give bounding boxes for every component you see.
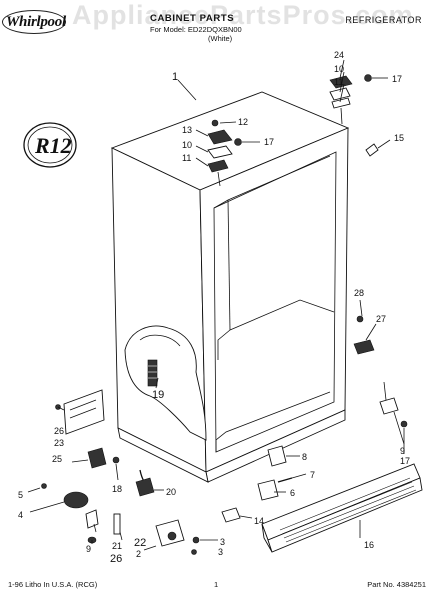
callout: 22	[134, 537, 146, 549]
callout: 17	[392, 74, 402, 84]
callout: 18	[112, 484, 122, 494]
callout: 13	[182, 125, 192, 135]
callout: 26	[110, 553, 122, 565]
footer-page-number: 1	[214, 580, 219, 589]
callout: 2	[136, 549, 141, 559]
callout: 1	[172, 71, 178, 83]
callout: 12	[238, 117, 248, 127]
callout: 16	[364, 540, 374, 550]
callout: 19	[152, 389, 164, 401]
watermark: AppliancePartsPros.com	[72, 0, 414, 30]
cabinet-shell	[110, 91, 350, 483]
model-color: (White)	[208, 34, 233, 43]
callout: 28	[354, 288, 364, 298]
callout: 9	[400, 446, 405, 456]
callout: 24	[334, 50, 344, 60]
callout: 25	[52, 454, 62, 464]
callout: 3	[220, 537, 225, 547]
r12-badge: R12	[23, 122, 77, 168]
clip-15	[365, 143, 379, 157]
small-brackets	[221, 445, 293, 523]
callout: 10	[182, 140, 192, 150]
leveler-assembly	[353, 315, 375, 355]
callout: 27	[376, 314, 386, 324]
callout: 21	[112, 541, 122, 551]
callout: 6	[290, 488, 295, 498]
callout: 11	[182, 153, 191, 163]
callout: 8	[302, 452, 307, 462]
lower-right-hinge	[379, 397, 408, 428]
callout: 3	[218, 547, 223, 557]
model-number: For Model: ED22DQXBN00	[150, 25, 242, 34]
upper-left-hinge	[207, 119, 242, 187]
callout: 5	[18, 490, 23, 500]
category-label: REFRIGERATOR	[345, 15, 422, 25]
callout: 20	[166, 487, 176, 497]
footer-part-number: Part No. 4384251	[367, 580, 426, 589]
upper-right-hinge	[329, 74, 372, 125]
callout: 11	[334, 77, 343, 87]
footer-litho: 1-96 Litho In U.S.A. (RCG)	[8, 580, 98, 589]
callout: 4	[18, 510, 23, 520]
brand-logo-ring	[2, 10, 66, 34]
leader-lines	[27, 59, 405, 551]
callout: 9	[86, 544, 91, 554]
callout: 23	[54, 438, 64, 448]
callout: 7	[310, 470, 315, 480]
callouts: 1 24 10 11 17 12 13 10 11 17 15 28 27 19…	[18, 50, 410, 565]
lower-left-parts	[41, 389, 200, 555]
callout: 10	[334, 64, 344, 74]
toe-grille	[261, 463, 423, 553]
callout: 17	[264, 137, 274, 147]
callout: 26	[54, 426, 64, 436]
r12-badge-text: R12	[34, 133, 72, 158]
brand-logo: Whirlpool	[6, 14, 66, 30]
page-title: CABINET PARTS	[150, 13, 235, 24]
callout: 14	[254, 516, 264, 526]
callout: 15	[394, 133, 404, 143]
callout: 17	[400, 456, 410, 466]
